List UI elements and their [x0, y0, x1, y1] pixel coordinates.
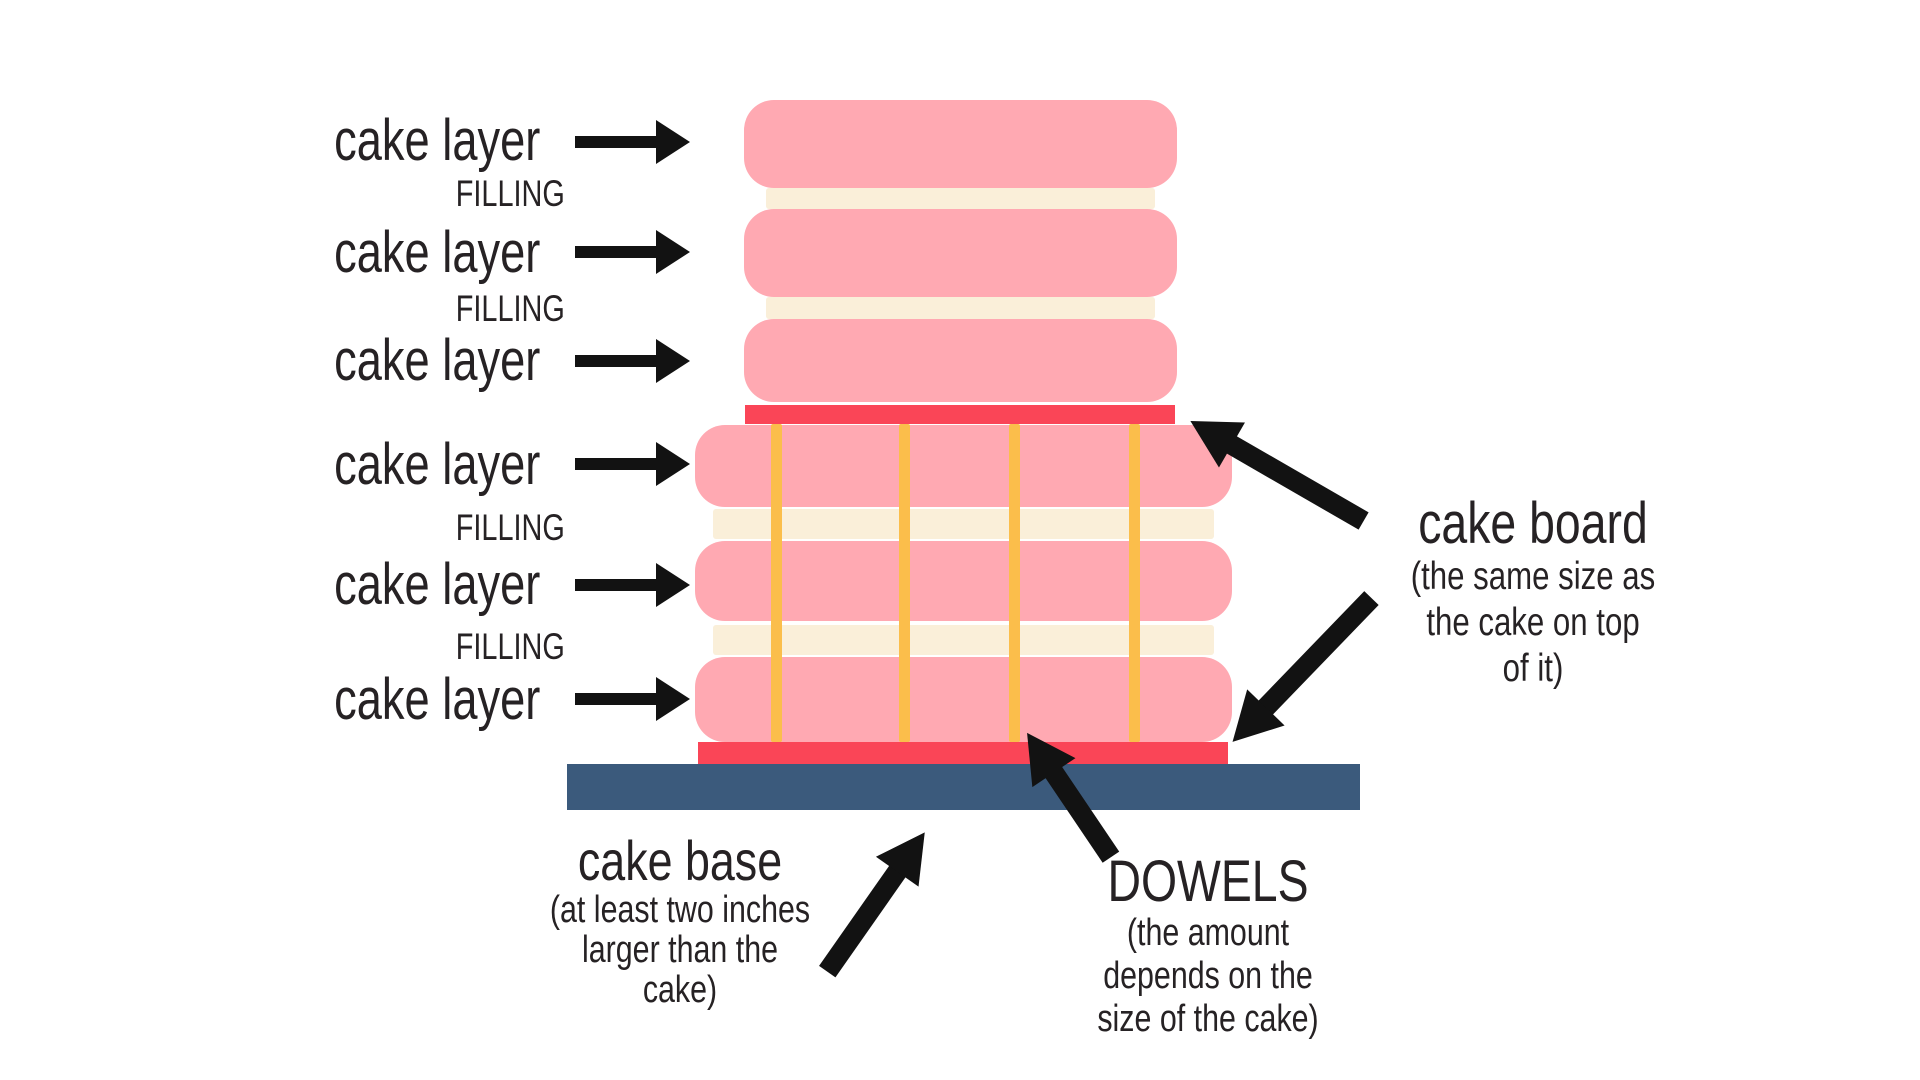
cake-board-upper [745, 405, 1175, 424]
label-cake-layer-2: cake layer [333, 220, 540, 285]
label-filling-2: filling [455, 288, 565, 329]
cake-board-lower [698, 742, 1228, 766]
dowel-1 [771, 424, 782, 742]
label-cake-layer-6: cake layer [333, 667, 540, 732]
label-filling-3: filling [455, 507, 565, 548]
label-cake-layer-1: cake layer [333, 108, 540, 173]
label-cake-layer-3: cake layer [333, 328, 540, 393]
cake-board-title: cake board [1418, 491, 1648, 556]
cake-board-note-line-2: the cake on top [1426, 601, 1640, 644]
label-filling-4: filling [455, 626, 565, 667]
dowels-note-line-1: (the amount [1126, 912, 1290, 954]
cake-base-note-line-1: (at least two inches [549, 889, 811, 931]
cake-layer-1-arrow [575, 120, 690, 164]
dowels-note-line-3: size of the cake) [1097, 998, 1319, 1040]
cake-layer-6-arrow [575, 677, 690, 721]
dowel-4 [1129, 424, 1140, 742]
cake-base-note-line-2: larger than the [581, 929, 779, 971]
top-tier-cake-layer-2 [744, 209, 1177, 297]
dowels-annotation: DOWELS (the amount depends on the size o… [1016, 852, 1400, 1041]
bottom-tier-cake-layer-2 [695, 541, 1232, 621]
cake-layer-5-arrow [575, 563, 690, 607]
label-cake-layer-5: cake layer [333, 552, 540, 617]
label-filling-1: filling [455, 173, 565, 214]
label-cake-layer-4: cake layer [333, 432, 540, 497]
dowels-note-line-2: depends on the [1103, 955, 1313, 997]
dowels-title: DOWELS [1107, 849, 1309, 914]
dowel-3 [1009, 424, 1020, 742]
cake-board-note-line-3: of it) [1502, 647, 1564, 690]
cake-base-note-line-3: cake) [642, 969, 718, 1011]
top-tier-cake-layer-3 [744, 319, 1177, 402]
top-tier-filling-2 [766, 297, 1155, 319]
dowel-2 [899, 424, 910, 742]
cake-board-annotation: cake board (the same size as the cake on… [1333, 494, 1733, 692]
bottom-tier-cake-layer-3 [695, 657, 1232, 742]
bottom-tier-cake-layer-1 [695, 425, 1232, 507]
top-tier-cake-layer-1 [744, 100, 1177, 188]
cake-board-note-line-1: (the same size as [1410, 555, 1656, 598]
cake-layer-4-arrow [575, 442, 690, 486]
cake-base-annotation: cake base (at least two inches larger th… [488, 829, 872, 1011]
cake-base-board [567, 764, 1360, 810]
cake-layer-2-arrow [575, 230, 690, 274]
cake-layer-3-arrow [575, 339, 690, 383]
top-tier-filling-1 [766, 188, 1155, 209]
cake-base-title: cake base [577, 829, 783, 892]
